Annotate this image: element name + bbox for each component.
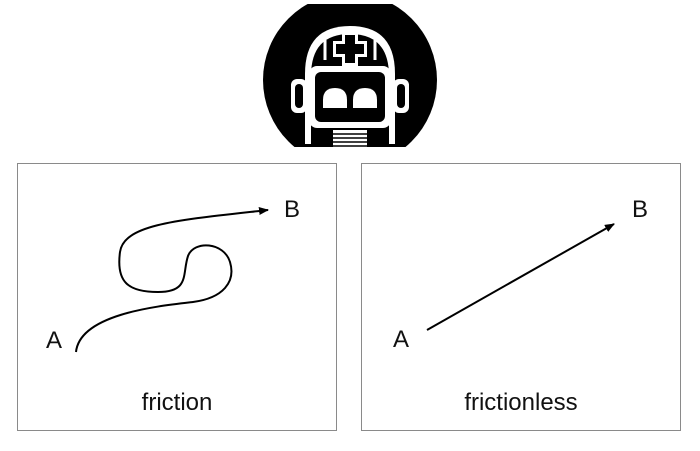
- point-b-label: B: [284, 198, 300, 222]
- straight-path: [427, 224, 614, 330]
- point-a-label: A: [393, 328, 409, 352]
- robot-logo-icon: [263, 4, 437, 152]
- point-b-label: B: [632, 198, 648, 222]
- winding-path: [76, 210, 268, 352]
- friction-diagram-panel: A B friction: [17, 163, 337, 431]
- frictionless-diagram-panel: A B frictionless: [361, 163, 681, 431]
- frictionless-caption: frictionless: [362, 390, 680, 416]
- point-a-label: A: [46, 329, 62, 353]
- friction-caption: friction: [18, 390, 336, 416]
